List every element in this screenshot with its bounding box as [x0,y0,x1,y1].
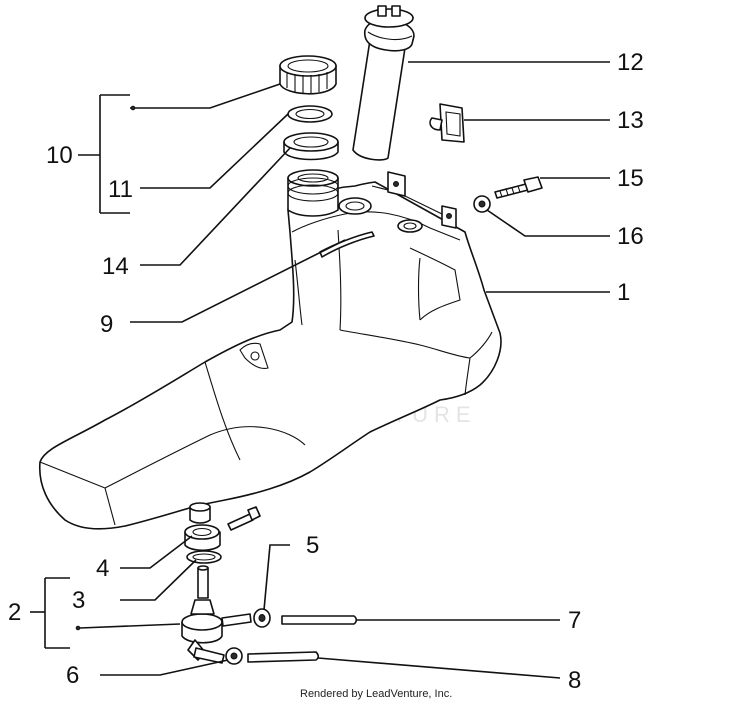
fuel-valve-2 [181,565,252,664]
callout-3: 3 [72,587,85,614]
callout-14: 14 [102,253,129,280]
callout-11: 11 [108,176,133,203]
leader-lines [30,61,610,679]
callout-13: 13 [617,107,644,134]
callout-labels: 12 13 15 16 1 10 11 14 9 4 3 2 5 6 7 8 [8,49,644,694]
callout-1: 1 [617,279,630,306]
hose-7 [281,615,358,625]
bolt-15 [494,176,543,199]
callout-2: 2 [8,599,21,626]
cap-gasket [287,105,333,123]
fuel-tank [38,169,502,530]
footer-credit: Rendered by LeadVenture, Inc. [300,688,452,700]
callout-5: 5 [306,532,319,559]
hose-clamp-5 [253,608,271,628]
callout-4: 4 [96,555,109,582]
callout-7: 7 [568,607,581,634]
filler-ring [283,132,339,161]
fuel-cap [279,55,337,95]
hose-clamp-6 [225,647,243,665]
o-ring-3 [186,550,222,564]
callout-16: 16 [617,223,644,250]
callout-10: 10 [46,142,73,169]
clamp-4 [184,506,261,552]
callout-9: 9 [100,311,113,338]
callout-6: 6 [66,662,79,689]
fuel-level-sender [352,5,415,161]
callout-15: 15 [617,165,644,192]
clip [429,103,465,143]
callout-8: 8 [568,667,581,694]
washer-16 [473,195,491,213]
callout-12: 12 [617,49,644,76]
hose-8 [247,651,320,663]
